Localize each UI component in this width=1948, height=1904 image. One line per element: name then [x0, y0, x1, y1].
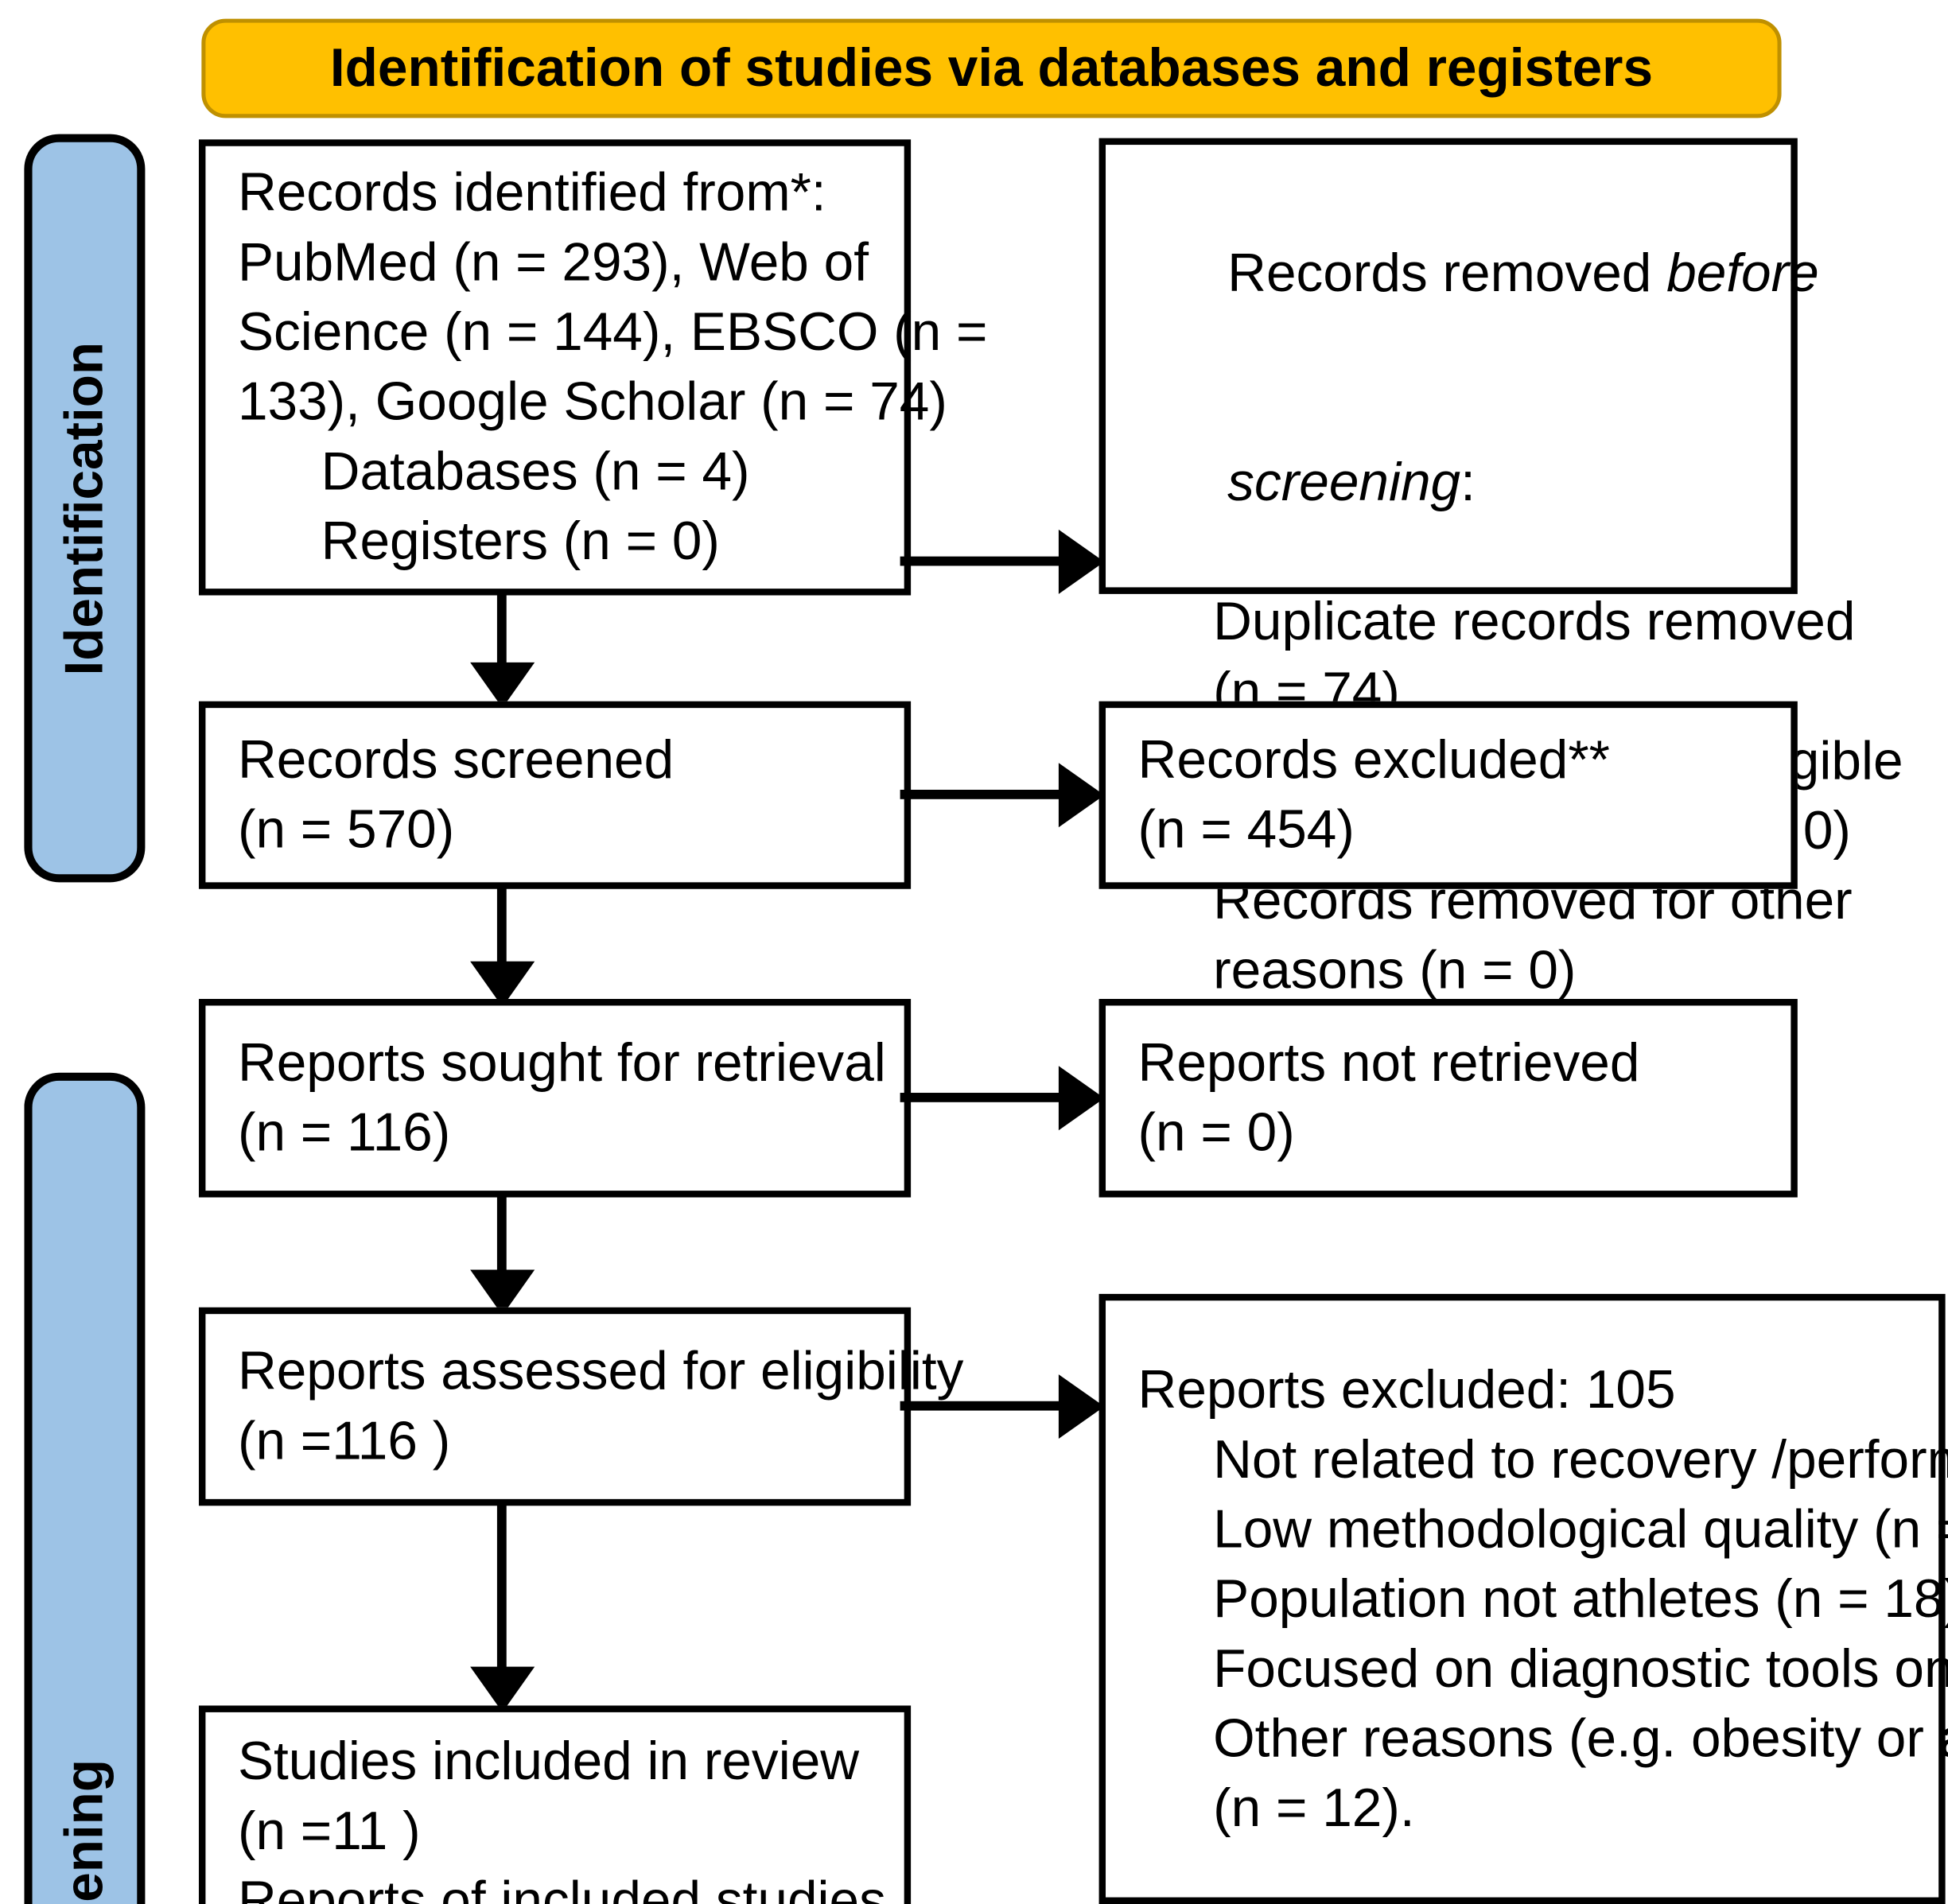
- records-identified-line-6: Registers (n = 0): [321, 512, 720, 572]
- studies-included-line-3: Reports of included studies: [237, 1871, 886, 1904]
- studies-included-line-1: Studies included in review: [237, 1732, 860, 1792]
- box-reports-assessed: Reports assessed for eligibility (n =116…: [198, 1307, 964, 1506]
- records-removed-line-8: reasons (n = 0): [1213, 941, 1577, 1001]
- reports-not-retrieved-line-2: (n = 0): [1137, 1103, 1295, 1163]
- reports-assessed-line-2: (n =116 ): [237, 1412, 451, 1471]
- connector-sought-to-not-retrieved: [900, 1093, 1062, 1102]
- rail-identification-label: Identification: [55, 341, 115, 675]
- box-records-screened: Records screened (n = 570): [198, 701, 912, 889]
- records-identified-line-4: 133), Google Scholar (n = 74): [237, 372, 947, 432]
- reports-sought-line-1: Reports sought for retrieval: [237, 1033, 886, 1094]
- arrowhead-assessed-to-included: [470, 1666, 535, 1712]
- records-removed-line-1: Records removed before: [1138, 169, 1819, 378]
- arrowhead-identified-to-removed: [1058, 529, 1105, 594]
- reports-excluded-line-6: Other reasons (e.g. obesity or altitude …: [1213, 1708, 1948, 1768]
- rail-screening: Screening: [24, 1072, 146, 1904]
- records-excluded-line-1: Records excluded**: [1137, 730, 1610, 791]
- rail-identification: Identification: [24, 134, 146, 883]
- arrowhead-screened-to-excluded: [1058, 763, 1105, 828]
- box-studies-included: Studies included in review (n =11 ) Repo…: [198, 1705, 912, 1904]
- records-removed-screening-italic: screening: [1227, 453, 1461, 513]
- records-removed-before-italic: before: [1666, 243, 1819, 304]
- records-screened-line-2: (n = 570): [237, 800, 455, 860]
- connector-screened-to-sought: [496, 888, 507, 971]
- reports-excluded-line-7: (n = 12).: [1213, 1778, 1415, 1838]
- reports-not-retrieved-line-1: Reports not retrieved: [1137, 1033, 1640, 1094]
- box-records-identified: Records identified from*: PubMed (n = 29…: [198, 139, 988, 596]
- records-identified-line-5: Databases (n = 4): [321, 442, 750, 502]
- rail-screening-label: Screening: [55, 1759, 115, 1904]
- arrowhead-identified-to-screened: [470, 662, 535, 709]
- records-removed-head: Records removed: [1227, 243, 1667, 304]
- reports-sought-line-2: (n = 116): [237, 1103, 451, 1163]
- connector-sought-to-assessed: [496, 1195, 507, 1280]
- records-removed-line-3: Duplicate records removed: [1213, 593, 1856, 652]
- records-identified-line-2: PubMed (n = 293), Web of: [237, 233, 869, 293]
- connector-identified-to-screened: [496, 593, 507, 672]
- box-reports-sought: Reports sought for retrieval (n = 116): [198, 999, 912, 1198]
- connector-assessed-to-excluded-detail: [900, 1401, 1062, 1411]
- records-removed-colon: :: [1460, 453, 1476, 513]
- stage-banner-identification: Identification of studies via databases …: [201, 18, 1782, 119]
- reports-assessed-line-1: Reports assessed for eligibility: [237, 1342, 964, 1401]
- records-screened-line-1: Records screened: [237, 730, 675, 791]
- reports-excluded-line-4: Population not athletes (n = 18): [1213, 1569, 1948, 1629]
- connector-screened-to-excluded: [900, 790, 1062, 799]
- records-excluded-line-2: (n = 454): [1137, 800, 1355, 860]
- box-reports-not-retrieved: Reports not retrieved (n = 0): [1098, 999, 1798, 1198]
- studies-included-line-2: (n =11 ): [237, 1801, 421, 1862]
- box-reports-excluded-detail: Reports excluded: 105 Not related to rec…: [1098, 1293, 1948, 1904]
- box-records-removed: Records removed before screening: Duplic…: [1098, 138, 1903, 1001]
- records-removed-line-2: screening:: [1138, 378, 1759, 587]
- connector-assessed-to-included: [496, 1504, 507, 1677]
- reports-excluded-line-3: Low methodological quality (n = 24): [1213, 1499, 1948, 1559]
- records-identified-line-1: Records identified from*:: [237, 163, 826, 223]
- arrowhead-sought-to-not-retrieved: [1058, 1066, 1105, 1131]
- arrowhead-assessed-to-excluded-detail: [1058, 1374, 1105, 1439]
- box-records-excluded: Records excluded** (n = 454): [1098, 701, 1798, 889]
- connector-identified-to-removed: [900, 556, 1062, 566]
- stage-banner-title: Identification of studies via databases …: [329, 38, 1654, 98]
- reports-excluded-line-2: Not related to recovery /performance (n …: [1213, 1430, 1948, 1490]
- reports-excluded-line-5: Focused on diagnostic tools only (n = 15…: [1213, 1639, 1948, 1699]
- reports-excluded-line-1: Reports excluded: 105: [1137, 1360, 1676, 1420]
- records-identified-line-3: Science (n = 144), EBSCO (n =: [237, 303, 988, 363]
